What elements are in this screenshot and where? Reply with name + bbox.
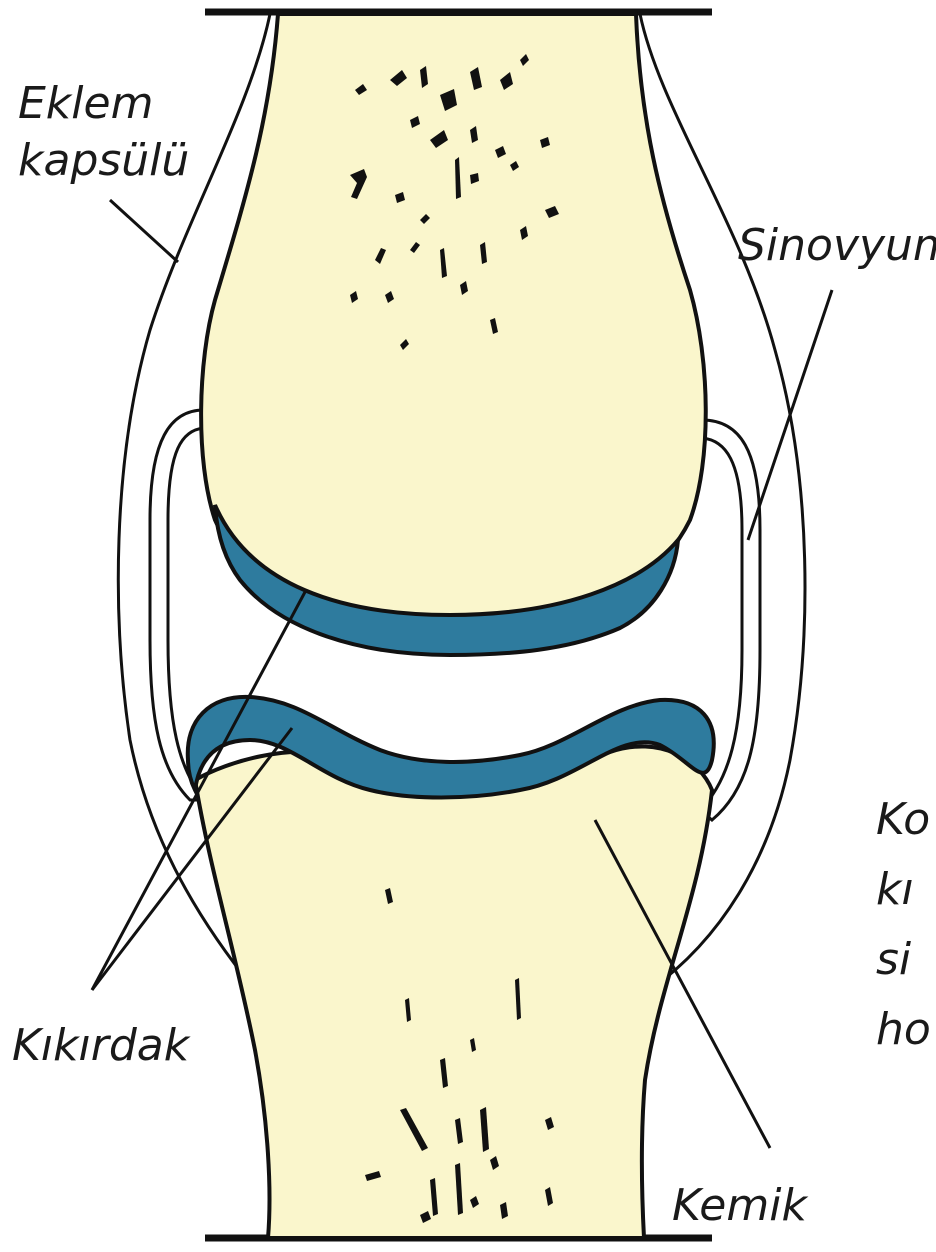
cut-off-text-4: ho	[876, 1004, 931, 1055]
synovium-label: Sinovyum	[738, 220, 936, 271]
capsule-label-line2: kapsülü	[18, 135, 189, 186]
cut-off-text-3: si	[876, 934, 912, 985]
bone-label: Kemik	[672, 1180, 808, 1231]
cut-off-text-2: kı	[876, 864, 914, 915]
capsule-label-line1: Eklem	[18, 78, 153, 129]
synovium-leader-line	[748, 290, 832, 540]
cut-off-text-1: Ko	[876, 794, 930, 845]
capsule-leader-line	[110, 200, 178, 262]
lower-bone	[195, 746, 712, 1238]
cartilage-label: Kıkırdak	[12, 1020, 191, 1071]
